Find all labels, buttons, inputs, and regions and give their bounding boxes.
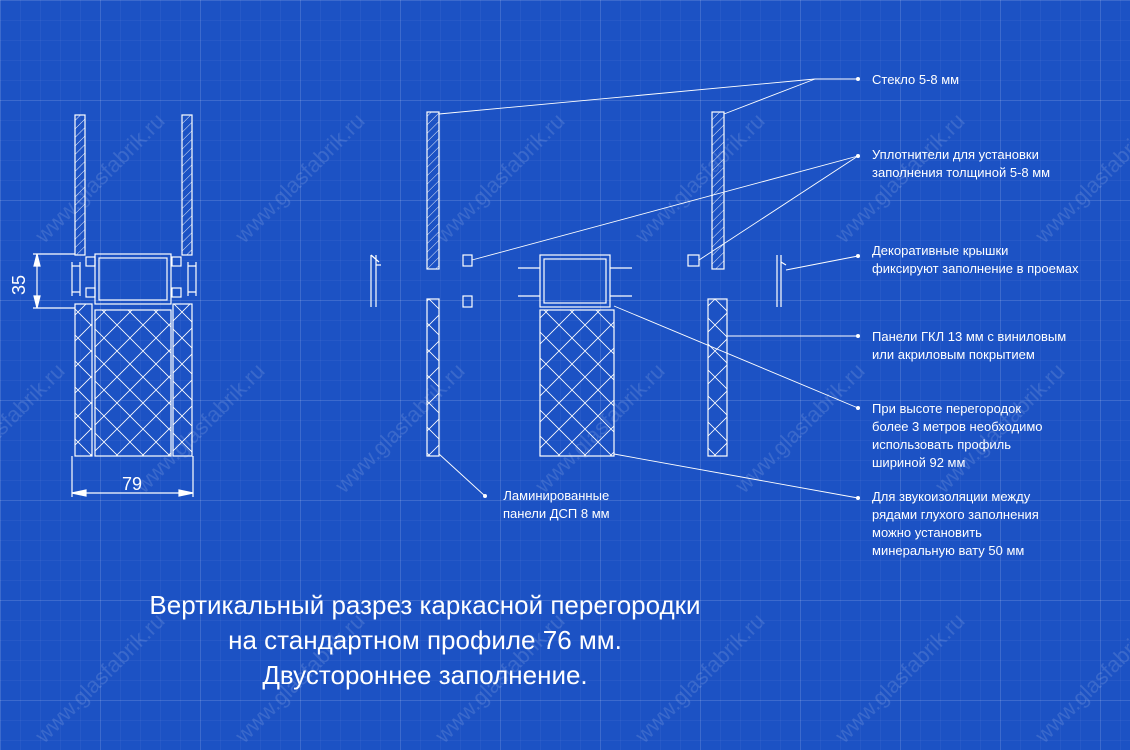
leader-lines <box>438 78 859 499</box>
label-covers: Декоративные крышки фиксируют заполнение… <box>872 243 1079 276</box>
left-gkl <box>74 303 93 457</box>
seal-lower-left <box>462 295 473 308</box>
glass-left <box>426 111 440 270</box>
label-height: При высоте перегородок более 3 метров не… <box>872 401 1043 470</box>
label-seals: Уплотнители для установки заполнения тол… <box>872 147 1051 180</box>
profile-flange <box>518 267 632 297</box>
profile-inner <box>543 258 607 304</box>
leader-seals <box>698 155 859 261</box>
left-seal <box>85 256 96 267</box>
left-seal <box>85 287 96 298</box>
gkl-right <box>707 298 728 457</box>
leader-covers <box>785 255 859 271</box>
dimension-width-label: 79 <box>122 474 143 494</box>
insulation-block <box>539 309 615 457</box>
seal-upper-right <box>687 254 700 267</box>
left-glass-right <box>181 114 193 256</box>
left-glass-left <box>74 114 86 256</box>
left-section <box>33 114 197 497</box>
dim-height-arrow <box>33 295 41 309</box>
label-gkl: Панели ГКЛ 13 мм с виниловым или акрилов… <box>872 329 1067 362</box>
dim-height-arrow <box>33 253 41 267</box>
seal-upper-left <box>462 254 473 267</box>
diagram-caption: Вертикальный разрез каркасной перегородк… <box>149 590 701 690</box>
leader-glass <box>438 78 858 115</box>
dim-width-arrow <box>71 489 87 497</box>
leader-dots <box>483 77 860 500</box>
left-seal <box>171 256 182 267</box>
exploded-section <box>370 111 787 457</box>
leader-seals <box>471 155 859 261</box>
leader-laminated <box>438 453 486 497</box>
left-cover <box>187 262 197 296</box>
label-laminated: Ламинированные панели ДСП 8 мм <box>503 488 610 521</box>
dimension-height-label: 35 <box>9 274 29 295</box>
left-cover <box>71 262 81 296</box>
profile <box>539 254 611 308</box>
dim-width-arrow <box>178 489 194 497</box>
gkl-left <box>426 298 440 457</box>
label-glass: Стекло 5-8 мм <box>872 72 960 87</box>
cover-left <box>370 254 381 307</box>
cover-right <box>776 255 787 307</box>
label-insulation: Для звукоизоляции между рядами глухого з… <box>872 489 1039 558</box>
left-seal <box>171 287 182 298</box>
leader-height <box>613 305 859 409</box>
left-profile-inner <box>98 257 168 301</box>
glass-right <box>711 111 725 270</box>
leader-insulation <box>613 453 859 499</box>
leader-glass <box>723 78 816 115</box>
left-insulation <box>94 309 172 457</box>
left-profile <box>94 253 172 305</box>
left-gkl <box>172 303 193 457</box>
